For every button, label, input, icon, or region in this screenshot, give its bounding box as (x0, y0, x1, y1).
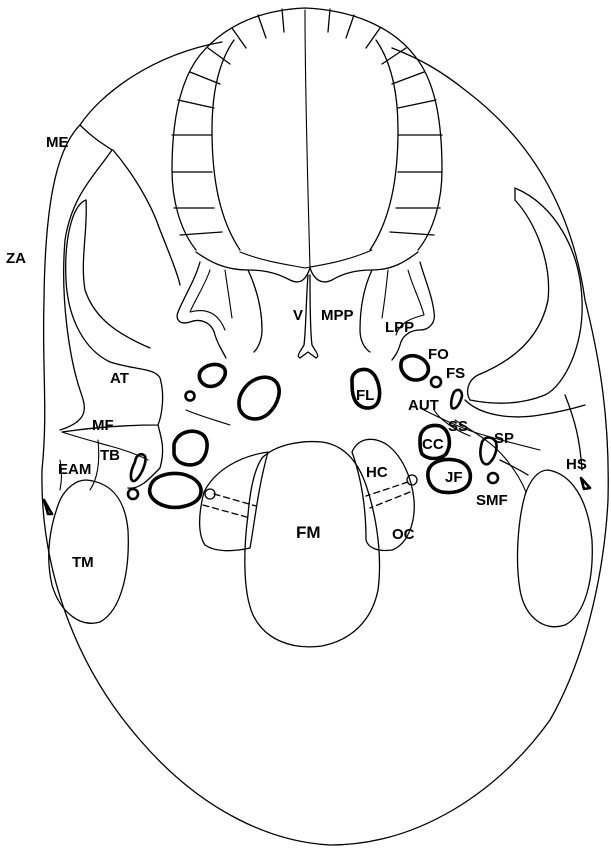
label-fs: FS (446, 365, 465, 382)
foramen-ovale-left (199, 365, 225, 387)
carotid-canal-left (174, 431, 207, 465)
label-sp: SP (494, 430, 514, 447)
auditory-tube-right (451, 390, 462, 408)
zygomatic-arch-left (60, 125, 112, 430)
label-me: ME (46, 134, 69, 151)
mastoid-process-right (518, 470, 593, 627)
foramen-ovale-right (401, 356, 428, 380)
label-tm: TM (72, 554, 94, 571)
lateral-pterygoid-plate-left (177, 262, 226, 358)
label-jf: JF (445, 469, 463, 486)
foramen-spinosum-right (431, 377, 441, 387)
zygomatic-inner-left (83, 200, 150, 348)
label-aut: AUT (408, 397, 439, 414)
label-at: AT (110, 370, 129, 387)
stylomastoid-foramen-right (488, 473, 498, 483)
hypoglossal-canal-right (407, 475, 417, 485)
label-fm: FM (296, 523, 321, 542)
label-hs: HS (566, 456, 587, 473)
label-eam: EAM (58, 461, 91, 478)
foramen-magnum (245, 442, 380, 647)
stylomastoid-foramen-left (128, 489, 138, 499)
foramen-lacerum-left (239, 377, 279, 419)
label-tb: TB (100, 447, 120, 464)
label-hc: HC (366, 464, 388, 481)
label-v: V (293, 307, 303, 324)
label-smf: SMF (476, 492, 508, 509)
foramen-spinosum-left (186, 392, 195, 401)
label-za: ZA (6, 250, 26, 267)
label-mf: MF (92, 417, 114, 434)
label-fo: FO (428, 346, 449, 363)
label-cc: CC (422, 436, 444, 453)
labels: ME ZA AT MF TB EAM TM V MPP LPP FO FS AU… (6, 134, 587, 571)
medial-pterygoid-plate-left (248, 270, 262, 352)
jugular-foramen-left (150, 474, 201, 508)
hypoglossal-sulcus-right (581, 478, 590, 489)
medial-pterygoid-plate-right (360, 270, 372, 352)
hypoglossal-sulcus-left (44, 500, 52, 514)
label-mpp: MPP (321, 307, 354, 324)
dental-arch (172, 8, 442, 268)
label-oc: OC (392, 526, 415, 543)
mastoid-process-left (49, 480, 129, 623)
temporal-fossa-left (113, 150, 180, 285)
label-fl: FL (356, 387, 374, 404)
articular-tubercle-left (62, 200, 163, 432)
skull-outline (42, 42, 608, 845)
label-lpp: LPP (385, 319, 414, 336)
palate-posterior (196, 252, 418, 282)
label-ss: SS (448, 418, 468, 435)
